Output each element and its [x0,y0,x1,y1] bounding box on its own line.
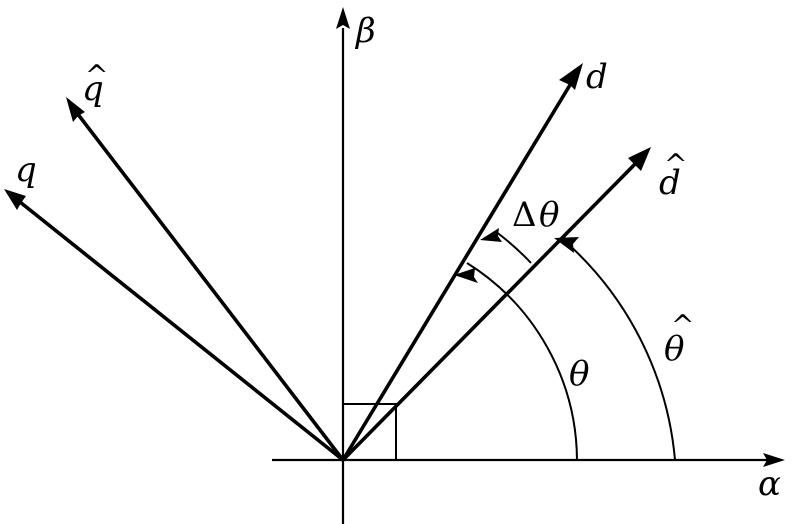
q-vector [18,200,345,462]
theta-hat-label: θ [664,329,684,369]
alpha-label: α [758,464,781,504]
d-hat-vector-arrowhead [628,147,651,171]
q-hat-vector-arrowhead [66,97,85,122]
right-angle-marker [342,403,397,461]
labels: α β d ^ d q ^ q θ ^ θ Δ θ [15,11,781,504]
d-hat-caret: ^ [664,148,687,181]
d-vector-arrowhead [559,63,583,90]
q-hat-label: q [82,69,104,109]
q-vector-arrowhead [4,189,26,210]
theta-arc-arrowhead [454,268,478,283]
theta-hat-caret: ^ [671,309,694,342]
theta-hat-arc [566,242,676,461]
delta-label: Δ [512,195,537,235]
d-hat-label: d [659,163,681,203]
angle-arcs [454,228,676,461]
alpha-axis-arrowhead [763,453,785,467]
delta-theta-arc [494,230,532,264]
d-hat-vector [341,160,639,462]
theta-label: θ [569,354,589,394]
vectors [4,63,651,462]
theta-hat-arc-arrowhead [554,237,579,253]
q-label: q [15,150,37,190]
delta-theta-arc-arrowhead [480,228,502,242]
d-label: d [586,57,608,97]
theta-arc [466,262,578,461]
delta-theta-label: θ [539,195,559,235]
beta-axis-arrowhead [336,7,350,29]
d-vector [341,79,575,461]
q-hat-vector [75,111,345,462]
axes [272,7,785,524]
beta-label: β [354,11,376,51]
q-hat-caret: ^ [85,59,108,92]
